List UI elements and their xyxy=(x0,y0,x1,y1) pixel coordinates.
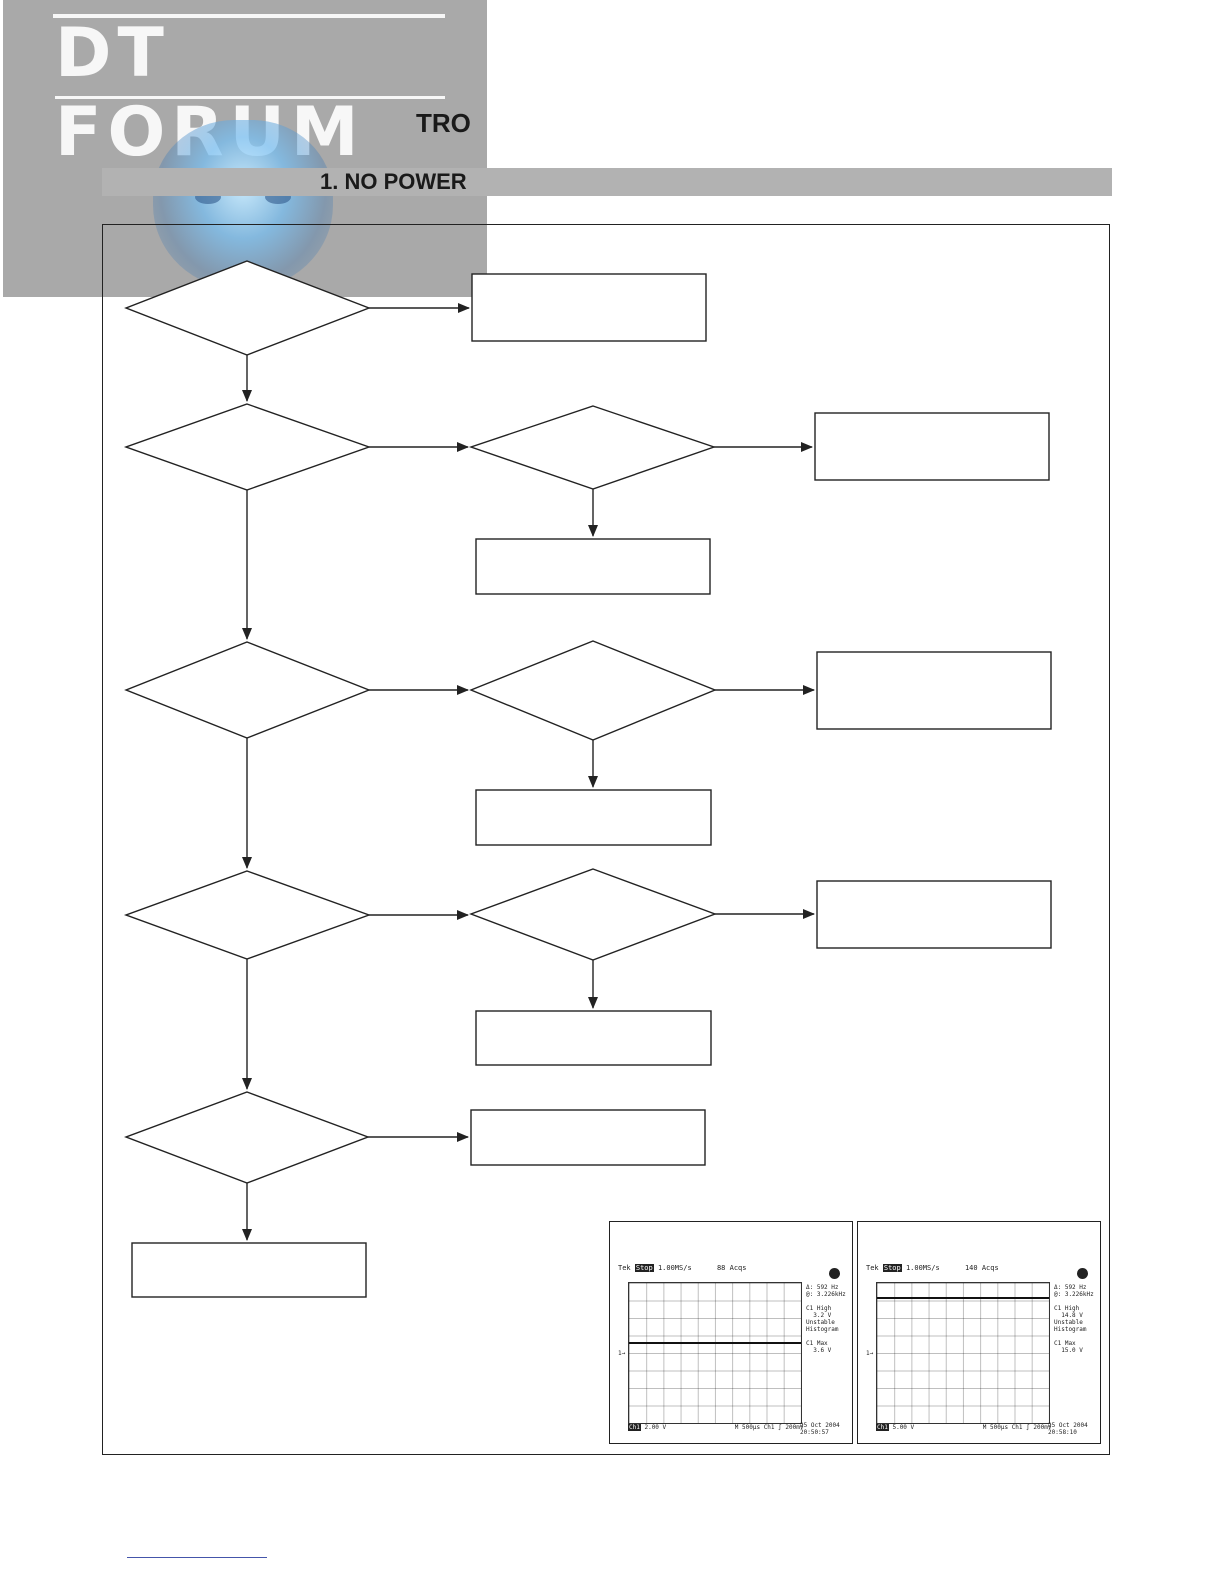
decision-2 xyxy=(123,403,372,491)
oscilloscope-capture-1: Tek Stop 1.00MS/s 88 Acqs 1→ Δ: 592 Hz @… xyxy=(609,1221,853,1444)
action-box-8 xyxy=(470,1109,706,1166)
watermark-logo-rule-bottom xyxy=(55,96,445,99)
scope-header: Tek Stop 1.00MS/s 140 Acqs xyxy=(866,1264,999,1272)
scope-channel-marker: 1→ xyxy=(618,1350,626,1357)
decision-7 xyxy=(468,868,718,961)
action-box-6 xyxy=(816,880,1052,949)
scope-footer: Ch1 5.00 V M 500µs Ch1 ∫ 200mV xyxy=(876,1424,1051,1431)
scope-waveform-trace xyxy=(629,1341,801,1344)
scope-channel: Ch1 xyxy=(628,1424,641,1431)
section-title: 1. NO POWER xyxy=(320,169,467,194)
watermark-logo-rule-top xyxy=(53,14,445,18)
scope-footer: Ch1 2.00 V M 500µs Ch1 ∫ 200mV xyxy=(628,1424,803,1431)
scope-rate: 1.00MS/s xyxy=(657,1264,692,1272)
scope-brand: Tek xyxy=(866,1264,879,1272)
page-heading: TRO xyxy=(416,108,471,138)
scope-rate: 1.00MS/s xyxy=(905,1264,940,1272)
decision-5 xyxy=(469,640,717,741)
action-box-7 xyxy=(475,1010,712,1066)
decision-1 xyxy=(124,260,371,356)
scope-state: Stop xyxy=(882,1264,902,1272)
scope-status-dot-icon xyxy=(1077,1268,1088,1279)
scope-timebase: M 500µs Ch1 ∫ 200mV xyxy=(734,1424,804,1431)
action-box-4 xyxy=(816,651,1052,730)
scope-readout: Δ: 592 Hz @: 3.226kHz C1 High 14.8 V Uns… xyxy=(1054,1284,1094,1354)
scope-graticule xyxy=(628,1282,802,1424)
action-box-9 xyxy=(131,1242,367,1298)
scope-date: 25 Oct 2004 20:58:10 xyxy=(1048,1422,1088,1436)
scope-brand: Tek xyxy=(618,1264,631,1272)
scope-channel-marker: 1→ xyxy=(866,1350,874,1357)
decision-3 xyxy=(468,405,717,490)
scope-header: Tek Stop 1.00MS/s 88 Acqs xyxy=(618,1264,746,1272)
action-box-1 xyxy=(471,273,707,342)
footer-link-underline xyxy=(127,1557,267,1558)
scope-volts-div: 5.00 V xyxy=(892,1424,915,1431)
scope-acqs: 140 Acqs xyxy=(964,1264,999,1272)
dt-forum-watermark: DT FORUM xyxy=(3,0,487,297)
scope-readout: Δ: 592 Hz @: 3.226kHz C1 High 3.2 V Unst… xyxy=(806,1284,846,1354)
scope-waveform-trace xyxy=(877,1297,1049,1299)
watermark-face-image xyxy=(153,120,333,290)
scope-graticule xyxy=(876,1282,1050,1424)
decision-8 xyxy=(124,1091,370,1184)
section-title-bar xyxy=(102,168,1112,196)
oscilloscope-capture-2: Tek Stop 1.00MS/s 140 Acqs 1→ Δ: 592 Hz … xyxy=(857,1221,1101,1444)
scope-channel: Ch1 xyxy=(876,1424,889,1431)
scope-date: 25 Oct 2004 20:50:57 xyxy=(800,1422,840,1436)
scope-timebase: M 500µs Ch1 ∫ 200mV xyxy=(982,1424,1052,1431)
scope-status-dot-icon xyxy=(829,1268,840,1279)
action-box-2 xyxy=(814,412,1050,481)
decision-6 xyxy=(123,870,372,960)
action-box-3 xyxy=(475,538,711,595)
action-box-5 xyxy=(475,789,712,846)
scope-volts-div: 2.00 V xyxy=(644,1424,667,1431)
flowchart-frame xyxy=(102,224,1110,1455)
decision-4 xyxy=(124,641,371,739)
scope-state: Stop xyxy=(634,1264,654,1272)
scope-acqs: 88 Acqs xyxy=(716,1264,747,1272)
